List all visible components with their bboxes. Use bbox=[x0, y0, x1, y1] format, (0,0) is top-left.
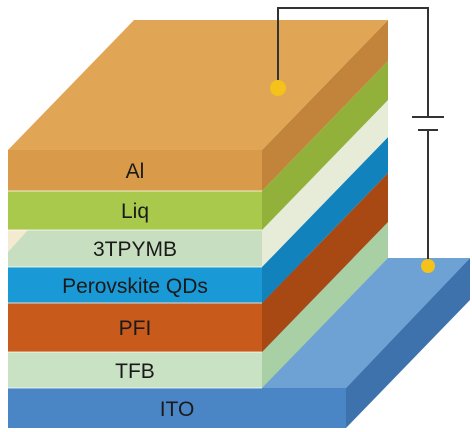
al-side-face bbox=[262, 20, 388, 191]
stack-front-faces bbox=[8, 150, 262, 388]
layer-separators bbox=[8, 190, 262, 389]
tfb-side-face bbox=[262, 222, 388, 388]
tpymb-label: 3TPYMB bbox=[93, 238, 177, 261]
ito-front-face bbox=[8, 388, 346, 428]
al-label: Al bbox=[126, 160, 145, 183]
ito-label: ITO bbox=[160, 398, 195, 421]
circuit-wire-top bbox=[277, 7, 429, 117]
perovskite-label: Perovskite QDs bbox=[62, 275, 208, 298]
tfb-label: TFB bbox=[115, 360, 155, 383]
ito-electrode-contact bbox=[421, 259, 435, 273]
liq-label: Liq bbox=[121, 200, 149, 223]
al-top-face bbox=[8, 20, 388, 150]
perovskite-side-face bbox=[262, 137, 388, 303]
al-front-face bbox=[8, 150, 262, 191]
liq-side-face bbox=[262, 61, 388, 230]
ito-side-face bbox=[346, 258, 470, 428]
tpymb-side-face bbox=[262, 100, 388, 267]
tfb-front-face bbox=[8, 352, 262, 388]
pfi-side-face bbox=[262, 173, 388, 352]
circuit bbox=[277, 7, 444, 266]
stack-side-faces bbox=[262, 20, 388, 388]
tpymb-front-face bbox=[8, 230, 262, 267]
pfi-front-face bbox=[8, 303, 262, 352]
liq-front-face bbox=[8, 191, 262, 230]
perovskite-front-face bbox=[8, 267, 262, 303]
tpymb-highlight bbox=[8, 230, 28, 252]
top-electrode-contact bbox=[270, 80, 286, 96]
pfi-label: PFI bbox=[119, 317, 152, 340]
